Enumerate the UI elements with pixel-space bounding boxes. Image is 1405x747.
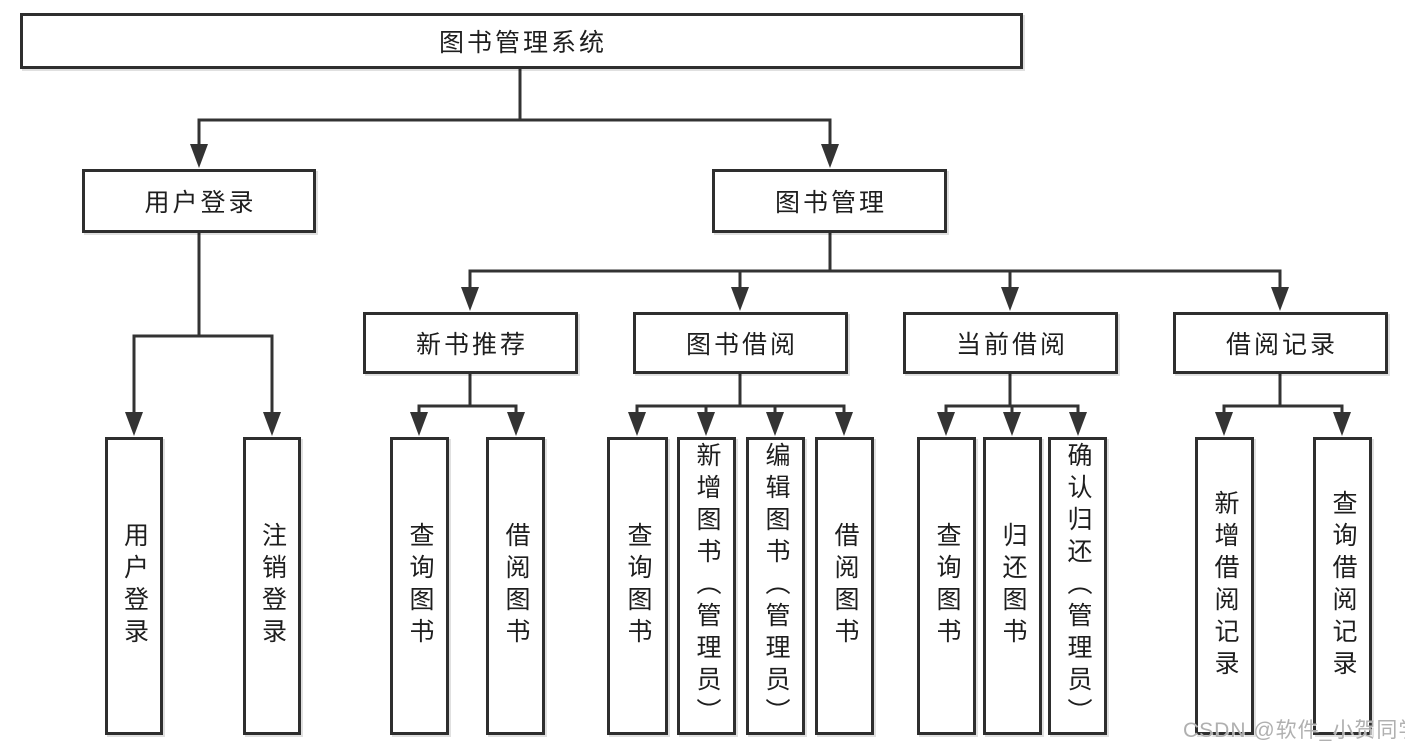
node-leaf-borrow-books: 借阅图书 bbox=[815, 437, 874, 735]
node-leaf-query-books-borrowing: 查询图书 bbox=[607, 437, 668, 735]
node-leaf-add-borrow-record: 新增借阅记录 bbox=[1195, 437, 1254, 735]
node-label: 编辑图书（管理员） bbox=[762, 442, 790, 730]
node-new-book-recommend: 新书推荐 bbox=[363, 312, 578, 374]
node-label: 查询图书 bbox=[933, 522, 961, 650]
node-leaf-query-books-recommend: 查询图书 bbox=[390, 437, 449, 735]
node-label: 查询图书 bbox=[406, 522, 434, 650]
node-label: 注销登录 bbox=[258, 522, 287, 650]
node-leaf-add-book-admin: 新增图书（管理员） bbox=[677, 437, 736, 735]
node-leaf-return-books: 归还图书 bbox=[983, 437, 1042, 735]
node-label: 归还图书 bbox=[999, 522, 1027, 650]
node-borrow-records: 借阅记录 bbox=[1173, 312, 1388, 374]
node-label: 查询图书 bbox=[624, 522, 652, 650]
node-leaf-confirm-return-admin: 确认归还（管理员） bbox=[1048, 437, 1107, 735]
node-leaf-query-borrow-record: 查询借阅记录 bbox=[1313, 437, 1372, 735]
watermark: CSDN @软件_小贺同学 bbox=[1183, 719, 1405, 742]
node-leaf-edit-book-admin: 编辑图书（管理员） bbox=[746, 437, 805, 735]
node-leaf-logout: 注销登录 bbox=[243, 437, 301, 735]
node-leaf-borrow-books-recommend: 借阅图书 bbox=[486, 437, 545, 735]
node-user-login: 用户登录 bbox=[82, 169, 316, 233]
node-label: 新增借阅记录 bbox=[1211, 490, 1239, 682]
node-label: 查询借阅记录 bbox=[1329, 490, 1357, 682]
node-book-management: 图书管理 bbox=[712, 169, 947, 233]
node-label: 新增图书（管理员） bbox=[693, 442, 721, 730]
node-leaf-query-books-current: 查询图书 bbox=[917, 437, 976, 735]
node-label: 确认归还（管理员） bbox=[1064, 442, 1092, 730]
node-current-borrowing: 当前借阅 bbox=[903, 312, 1118, 374]
node-book-borrowing: 图书借阅 bbox=[633, 312, 848, 374]
node-label: 借阅图书 bbox=[502, 522, 530, 650]
node-leaf-user-login: 用户登录 bbox=[105, 437, 163, 735]
node-library-management-system: 图书管理系统 bbox=[20, 13, 1023, 69]
node-label: 用户登录 bbox=[120, 522, 149, 650]
node-label: 借阅图书 bbox=[831, 522, 859, 650]
